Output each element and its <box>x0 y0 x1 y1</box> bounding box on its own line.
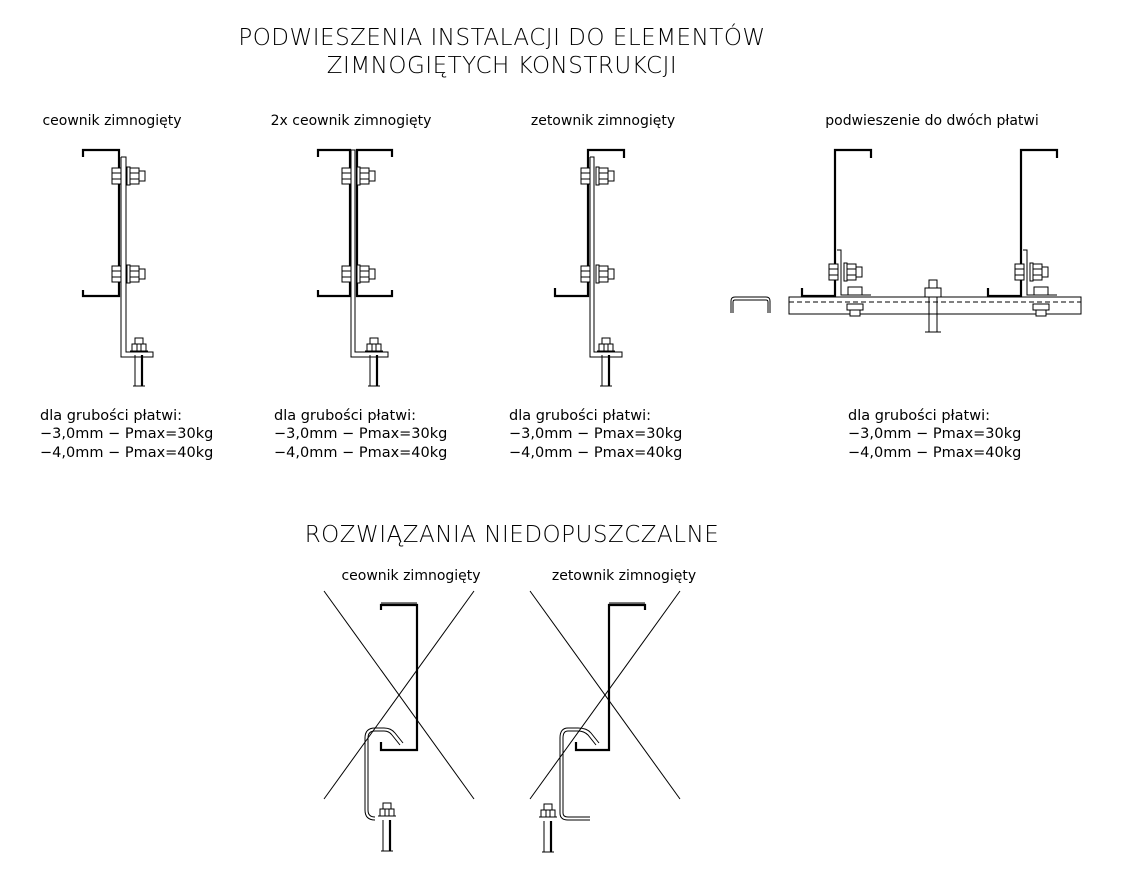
bolt-lower <box>111 264 146 284</box>
c-section-purlin <box>81 148 121 298</box>
note-line: dla grubości płatwi: <box>848 408 990 424</box>
z-purlin-right <box>986 148 1059 298</box>
detail-two-purlins <box>730 148 1082 333</box>
z-section-purlin <box>553 148 626 298</box>
note-line: −4,0mm − Pmax=40kg <box>848 445 1021 461</box>
c-section-left <box>316 148 352 298</box>
forbidden-zetownik <box>529 590 681 854</box>
bolt-left <box>828 262 863 282</box>
note-line: −4,0mm − Pmax=40kg <box>274 445 447 461</box>
note-line: dla grubości płatwi: <box>509 408 651 424</box>
threaded-rod <box>595 336 617 388</box>
note-line: −3,0mm − Pmax=30kg <box>848 426 1021 442</box>
note-line: dla grubości płatwi: <box>40 408 182 424</box>
bolt-upper <box>111 166 146 186</box>
bolt-lower <box>341 264 376 284</box>
c-section-purlin <box>379 603 419 752</box>
bolt-upper <box>580 166 615 186</box>
threaded-rod <box>537 802 559 854</box>
caption-zetownik: zetownik zimnogięty <box>531 113 675 129</box>
note-line: −3,0mm − Pmax=30kg <box>274 426 447 442</box>
note-line: −4,0mm − Pmax=40kg <box>40 445 213 461</box>
hook-outer <box>562 730 597 818</box>
bolt-lower <box>580 264 615 284</box>
caption-forbidden-zetownik: zetownik zimnogięty <box>552 568 696 584</box>
bolt-right <box>1014 262 1049 282</box>
z-section-purlin <box>574 603 647 752</box>
cross-line <box>529 590 681 800</box>
caption-two-purlins: podwieszenie do dwóch płatwi <box>825 113 1038 129</box>
caption-2x-ceownik: 2x ceownik zimnogięty <box>271 113 432 129</box>
main-title-line1: PODWIESZENIA INSTALACJI DO ELEMENTÓW <box>238 23 765 51</box>
notes-zetownik: dla grubości płatwi: −3,0mm − Pmax=30kg … <box>509 408 682 461</box>
beam-center-rod <box>924 279 942 333</box>
detail-ceownik <box>81 148 154 388</box>
beam-bolt-right <box>1032 286 1050 317</box>
note-line: −3,0mm − Pmax=30kg <box>509 426 682 442</box>
forbidden-ceownik <box>323 590 475 853</box>
threaded-rod <box>363 336 385 388</box>
notes-2x-ceownik: dla grubości płatwi: −3,0mm − Pmax=30kg … <box>274 408 447 461</box>
z-purlin-left <box>800 148 873 298</box>
channel-profile-section <box>730 296 771 313</box>
caption-forbidden-ceownik: ceownik zimnogięty <box>341 568 480 584</box>
flat-bracket <box>350 149 389 358</box>
note-line: −3,0mm − Pmax=30kg <box>40 426 213 442</box>
forbidden-title: ROZWIĄZANIA NIEDOPUSZCZALNE <box>305 522 720 548</box>
caption-ceownik: ceownik zimnogięty <box>42 113 181 129</box>
note-line: −4,0mm − Pmax=40kg <box>509 445 682 461</box>
angle-bracket <box>120 156 154 358</box>
notes-ceownik: dla grubości płatwi: −3,0mm − Pmax=30kg … <box>40 408 213 461</box>
beam-bolt-left <box>846 286 864 317</box>
threaded-rod <box>128 336 150 388</box>
angle-bracket <box>589 156 623 358</box>
threaded-rod <box>376 801 398 853</box>
main-title-line2: ZIMNOGIĘTYCH KONSTRUKCJI <box>327 53 677 79</box>
detail-zetownik <box>553 148 626 388</box>
note-line: dla grubości płatwi: <box>274 408 416 424</box>
bolt-upper <box>341 166 376 186</box>
notes-two-purlins: dla grubości płatwi: −3,0mm − Pmax=30kg … <box>848 408 1021 461</box>
hook-inner <box>364 727 404 821</box>
c-section-right <box>355 148 394 298</box>
cross-line <box>323 590 475 800</box>
detail-2x-ceownik <box>316 148 394 388</box>
hook-inner <box>559 727 600 821</box>
hook-outer <box>367 730 401 818</box>
